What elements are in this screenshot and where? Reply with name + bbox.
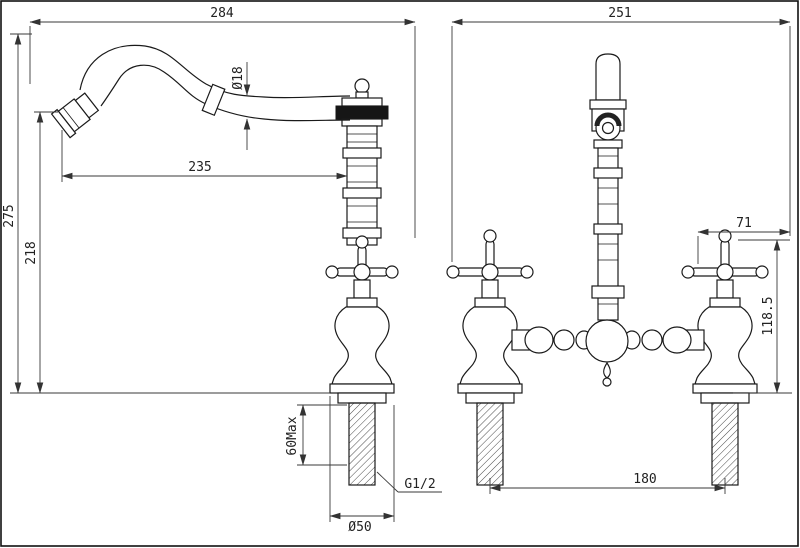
front-view: 251 71 118.5 180 (446, 6, 792, 494)
dim-spout-diameter: Ø18 (231, 62, 251, 150)
threaded-shank (348, 402, 376, 486)
dim-deck-thickness: 60Max (285, 404, 347, 466)
ball-finial (354, 78, 370, 94)
right-handle-unit (681, 229, 769, 486)
side-view: 284 Ø18 235 275 218 60Max (2, 6, 442, 535)
dim-overall-reach: 284 (29, 6, 416, 238)
cross-handle-side (325, 235, 399, 309)
dim-label-handle-offset: 71 (736, 216, 752, 231)
dim-overall-height: 275 (2, 33, 330, 394)
handle-hub (481, 263, 499, 281)
dim-inlet-centres: 180 (489, 472, 726, 494)
aerator-icon (50, 92, 100, 139)
handle-hub (353, 263, 371, 281)
dim-label-overall-width: 251 (608, 6, 631, 21)
base-flange (329, 383, 395, 394)
valve-body-side (329, 279, 395, 486)
dim-label-outlet-height: 218 (24, 241, 39, 264)
drop-finial (603, 361, 611, 379)
dim-label-body-height: 118.5 (761, 296, 776, 335)
bridge-bar (511, 319, 705, 387)
handle-hub (716, 263, 734, 281)
dim-label-base-diameter: Ø50 (348, 520, 371, 535)
dim-overall-width: 251 (451, 6, 791, 262)
dim-label-overall-reach: 284 (210, 6, 234, 21)
dim-label-inlet-centres: 180 (633, 472, 656, 487)
dim-base-diameter: Ø50 (329, 396, 395, 535)
dim-handle-offset: 71 (697, 216, 791, 264)
riser-column (589, 53, 627, 321)
dim-label-overall-height: 275 (2, 204, 17, 227)
swivel-band (335, 105, 389, 120)
dim-body-height: 118.5 (733, 239, 792, 394)
dim-spout-reach: 235 (61, 130, 348, 182)
dim-label-spout-reach: 235 (188, 160, 211, 175)
dim-label-thread-size: G1/2 (404, 477, 435, 492)
spout-column (335, 78, 389, 246)
threaded-shank (711, 402, 739, 486)
threaded-shank (476, 402, 504, 486)
dim-thread-size: G1/2 (376, 471, 442, 493)
dim-outlet-height: 218 (24, 111, 58, 394)
spout-joint-ring (201, 83, 226, 117)
dim-label-spout-diameter: Ø18 (231, 66, 246, 89)
bridge-center-body (585, 319, 629, 363)
spout (50, 44, 351, 139)
dim-label-deck-thickness: 60Max (285, 416, 300, 455)
left-handle-unit (446, 229, 534, 486)
